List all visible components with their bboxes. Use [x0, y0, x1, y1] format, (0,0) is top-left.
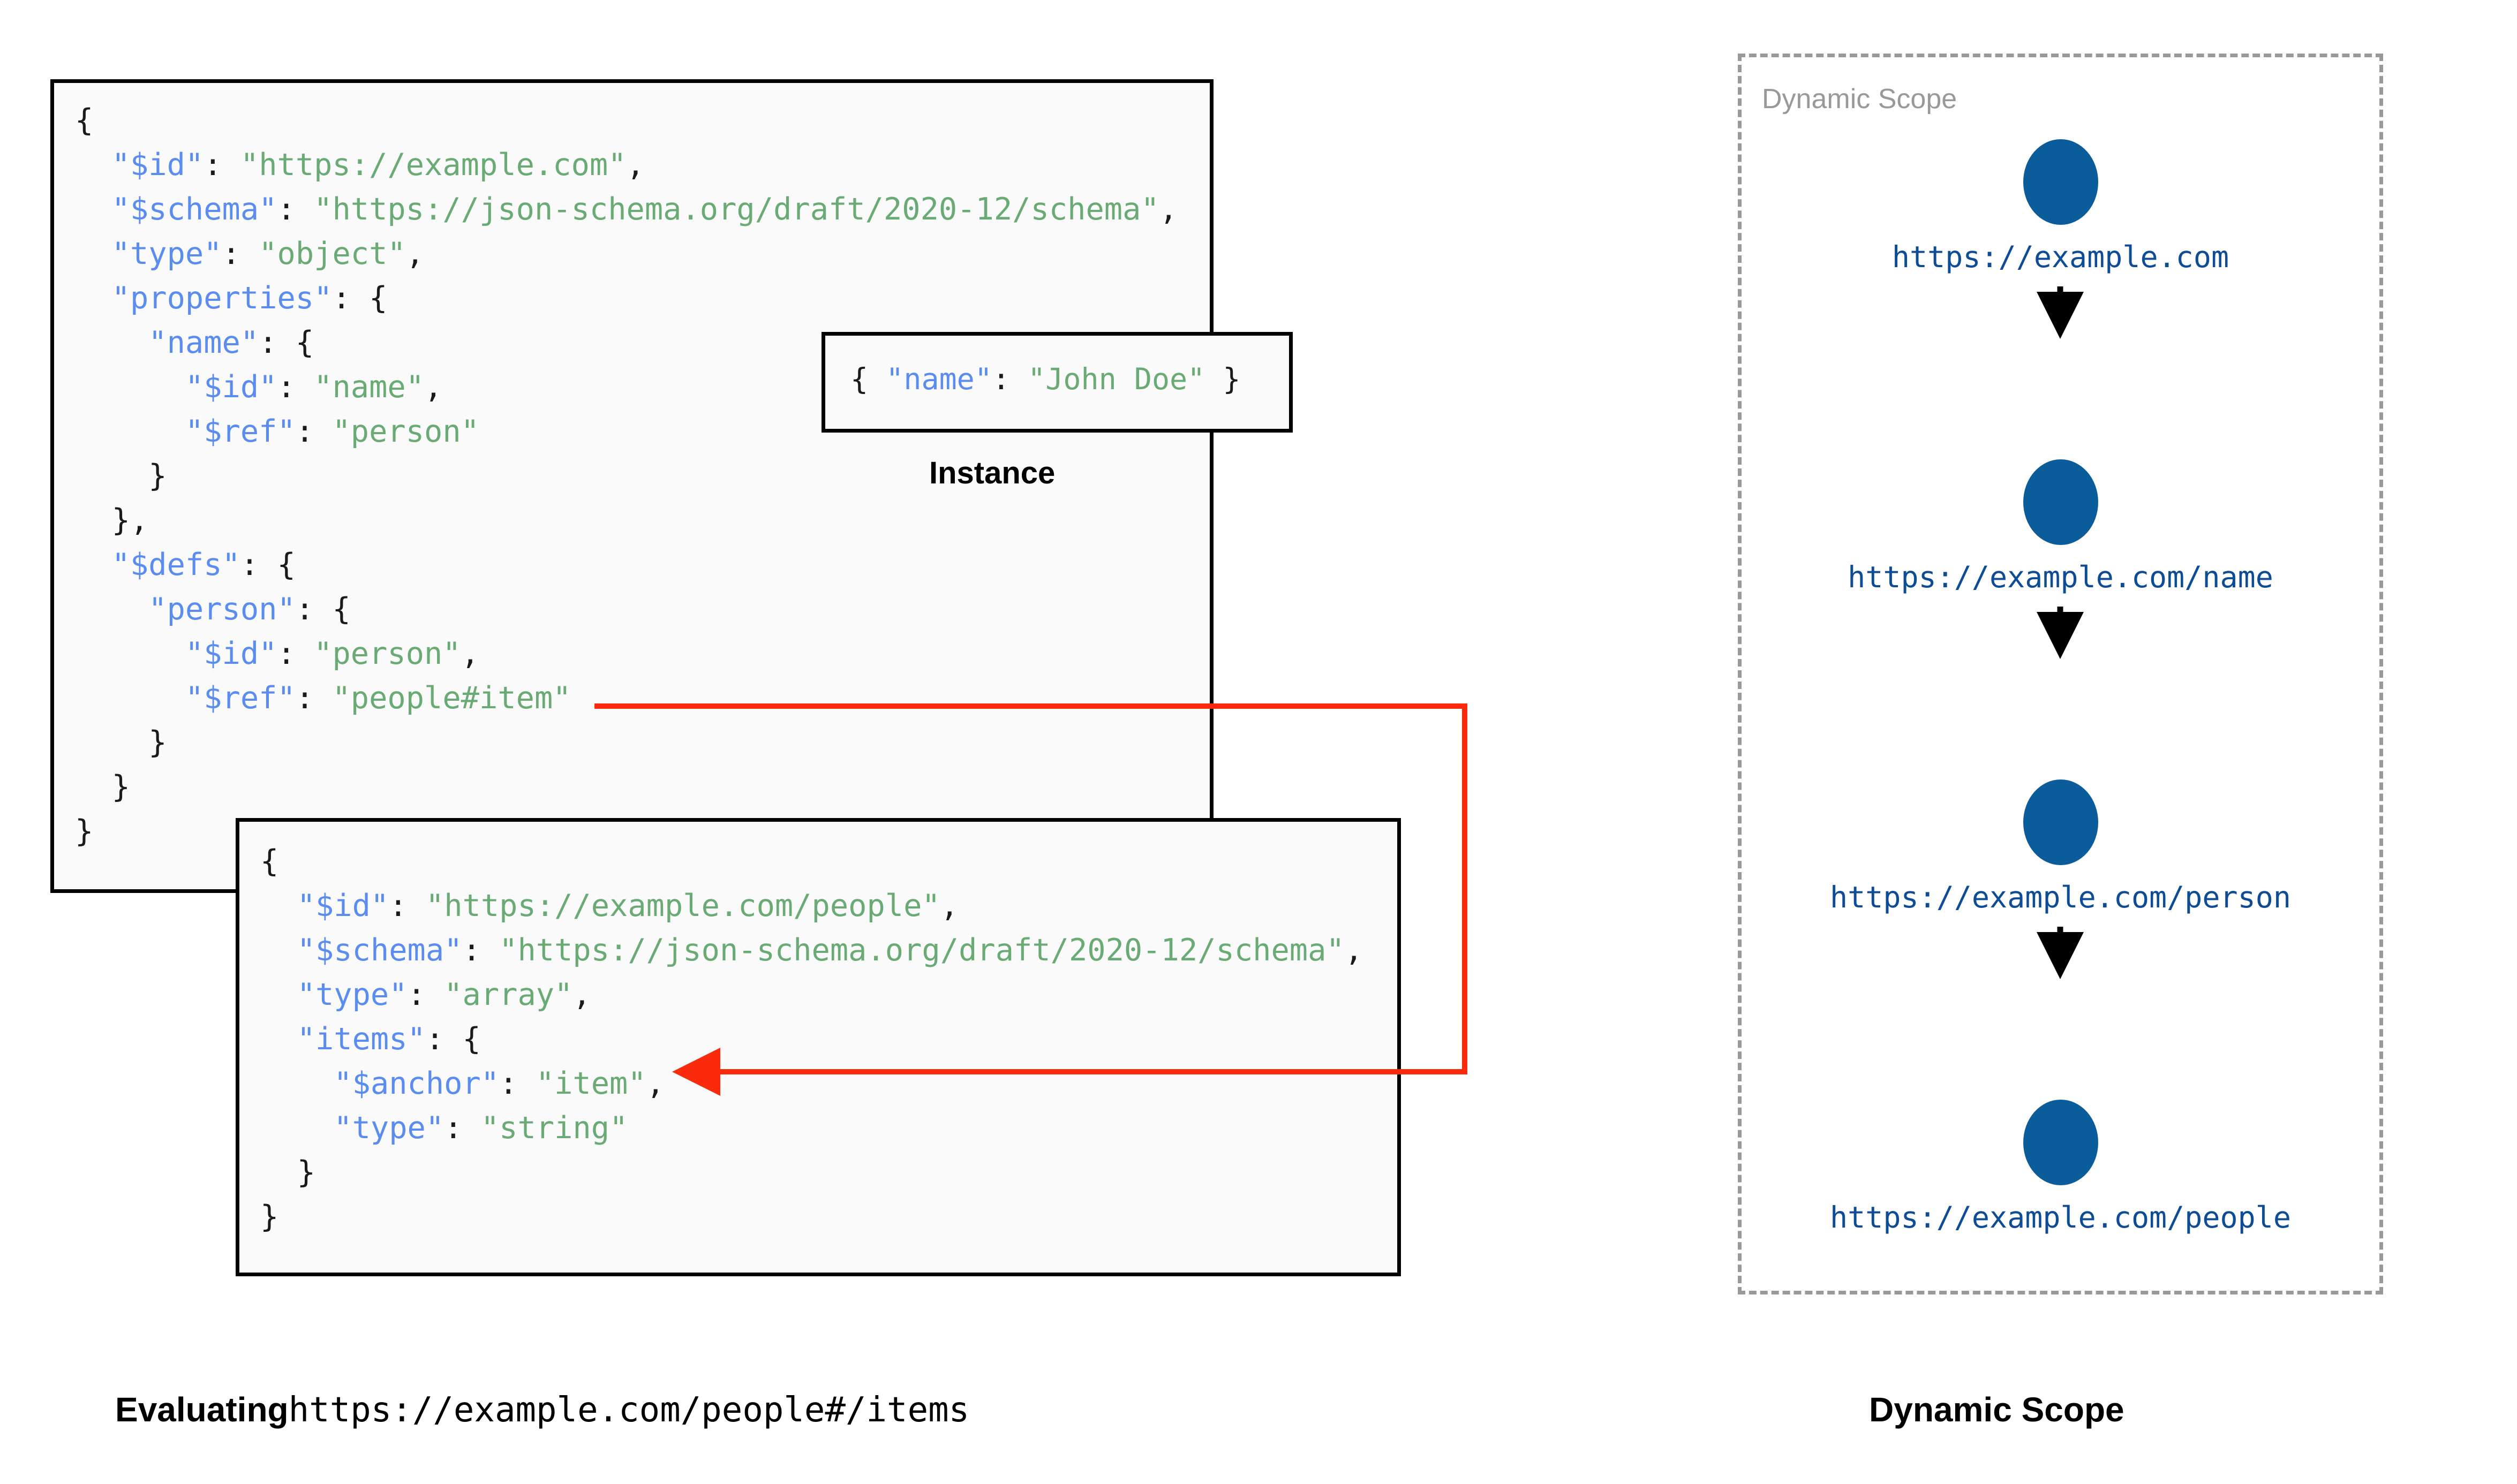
- code-line: "type": "array",: [297, 977, 591, 1012]
- code-line: "properties": {: [111, 281, 388, 316]
- code-line: }: [75, 458, 167, 494]
- scope-arrow-icon: [2037, 927, 2084, 979]
- left-caption: Evaluatinghttps://example.com/people#/it…: [115, 1390, 969, 1430]
- scope-circle-icon: [2023, 1100, 2098, 1185]
- left-caption-mono: https://example.com/people#/items: [288, 1390, 970, 1430]
- scope-node-label: https://example.com/person: [1830, 880, 2291, 914]
- code-line: "person": {: [148, 592, 351, 627]
- code-line: }: [260, 1155, 315, 1190]
- code-line: "items": {: [297, 1021, 481, 1057]
- dynamic-scope-panel-label: Dynamic Scope: [1762, 84, 1957, 115]
- code-line: }: [75, 814, 94, 849]
- instance-code: { "name": "John Doe" }: [850, 355, 1241, 403]
- code-line: {: [260, 844, 279, 879]
- code-line: "$id": "person",: [185, 636, 480, 671]
- scope-arrow-icon: [2037, 286, 2084, 339]
- instance-box: [822, 332, 1293, 433]
- code-line: "$defs": {: [111, 547, 296, 582]
- code-line: "$id": "https://example.com/people",: [297, 888, 959, 923]
- scope-node[interactable]: https://example.com/people: [1738, 1100, 2383, 1235]
- code-line: { "name": "John Doe" }: [850, 362, 1241, 396]
- code-line: "type": "string": [334, 1110, 628, 1146]
- dynamic-scope-panel: [1738, 54, 2383, 1294]
- right-caption: Dynamic Scope: [1869, 1390, 2124, 1429]
- code-line: }: [75, 725, 167, 760]
- scope-circle-icon: [2023, 779, 2098, 865]
- code-line: }: [260, 1199, 279, 1235]
- scope-circle-icon: [2023, 139, 2098, 225]
- code-line: }: [75, 769, 130, 805]
- code-line: {: [75, 103, 94, 138]
- scope-node[interactable]: https://example.com/person: [1738, 779, 2383, 914]
- code-line: },: [75, 503, 149, 538]
- scope-arrow-icon: [2037, 607, 2084, 659]
- code-line: "$id": "name",: [185, 369, 443, 405]
- scope-circle-icon: [2023, 459, 2098, 545]
- scope-node-label: https://example.com/people: [1830, 1200, 2291, 1235]
- code-line: "$anchor": "item",: [334, 1066, 665, 1101]
- schema-root-code: { "$id": "https://example.com", "$schema…: [75, 99, 1178, 854]
- code-line: "type": "object",: [111, 236, 425, 271]
- code-line: "$schema": "https://json-schema.org/draf…: [111, 192, 1178, 227]
- code-line: "$schema": "https://json-schema.org/draf…: [297, 933, 1363, 968]
- scope-node[interactable]: https://example.com: [1738, 139, 2383, 274]
- code-line: "$ref": "person": [185, 414, 479, 449]
- left-caption-bold: Evaluating: [115, 1390, 289, 1429]
- dynamic-scope-chain: https://example.com https://example.com/…: [1738, 54, 2383, 1294]
- code-line: "$id": "https://example.com",: [111, 147, 645, 183]
- schema-people-code: { "$id": "https://example.com/people", "…: [260, 839, 1363, 1239]
- code-line: "$ref": "people#item": [185, 680, 571, 716]
- instance-label: Instance: [929, 456, 1056, 490]
- scope-node-label: https://example.com/name: [1848, 560, 2273, 594]
- scope-node[interactable]: https://example.com/name: [1738, 459, 2383, 594]
- scope-node-label: https://example.com: [1891, 240, 2229, 274]
- code-line: "name": {: [148, 325, 314, 360]
